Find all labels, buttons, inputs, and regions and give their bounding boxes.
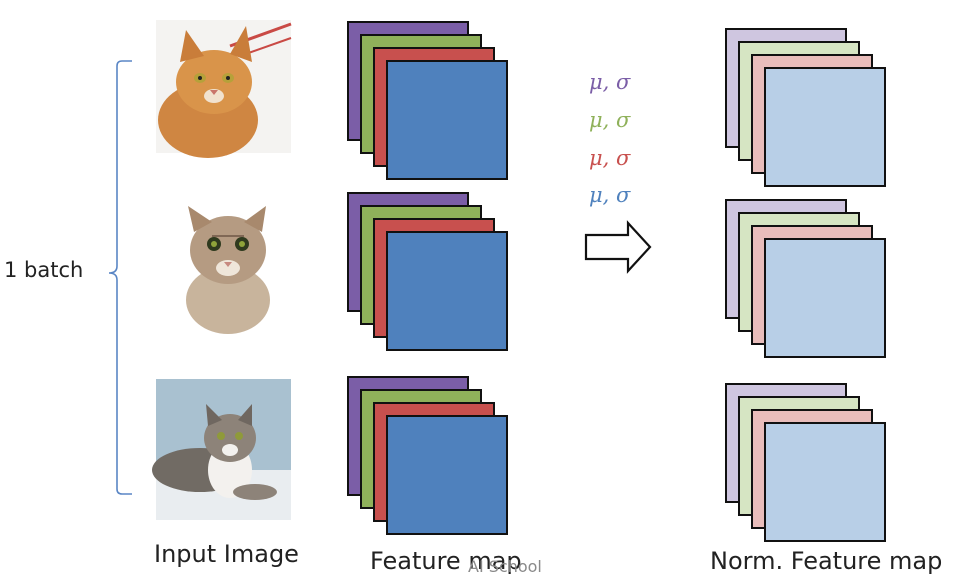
norm-feature-map-1	[725, 28, 886, 187]
norm-feature-map-2	[725, 199, 886, 358]
feature-map-3	[347, 376, 508, 535]
norm-feature-map-stacks	[725, 28, 886, 542]
feature-map-2-channel-4	[386, 231, 508, 351]
feature-map-label: Feature map	[370, 547, 522, 575]
norm-feature-map-3-channel-4	[764, 422, 886, 542]
batch-label: 1 batch	[4, 258, 84, 282]
norm-feature-map-3	[725, 383, 886, 542]
cat-image-gray	[184, 197, 270, 334]
feature-map-3-channel-4	[386, 415, 508, 535]
feature-map-2	[347, 192, 508, 351]
norm-feature-map-1-channel-4	[764, 67, 886, 187]
stat-mu-sigma-blue: μ, σ	[589, 183, 631, 207]
stat-mu-sigma-green: μ, σ	[589, 108, 631, 132]
watermark: AI School	[468, 557, 542, 576]
cat-image-lying	[152, 379, 291, 520]
cat-image-orange	[156, 20, 292, 158]
right-arrow-icon	[584, 220, 652, 274]
feature-map-1	[347, 21, 508, 180]
feature-map-1-channel-4	[386, 60, 508, 180]
stat-mu-sigma-red: μ, σ	[589, 146, 631, 170]
batch-bracket	[108, 60, 132, 495]
norm-feature-map-label: Norm. Feature map	[710, 547, 943, 575]
norm-feature-map-2-channel-4	[764, 238, 886, 358]
feature-map-stacks	[347, 21, 508, 535]
stat-mu-sigma-purple: μ, σ	[589, 70, 631, 94]
input-image-label: Input Image	[154, 540, 299, 568]
